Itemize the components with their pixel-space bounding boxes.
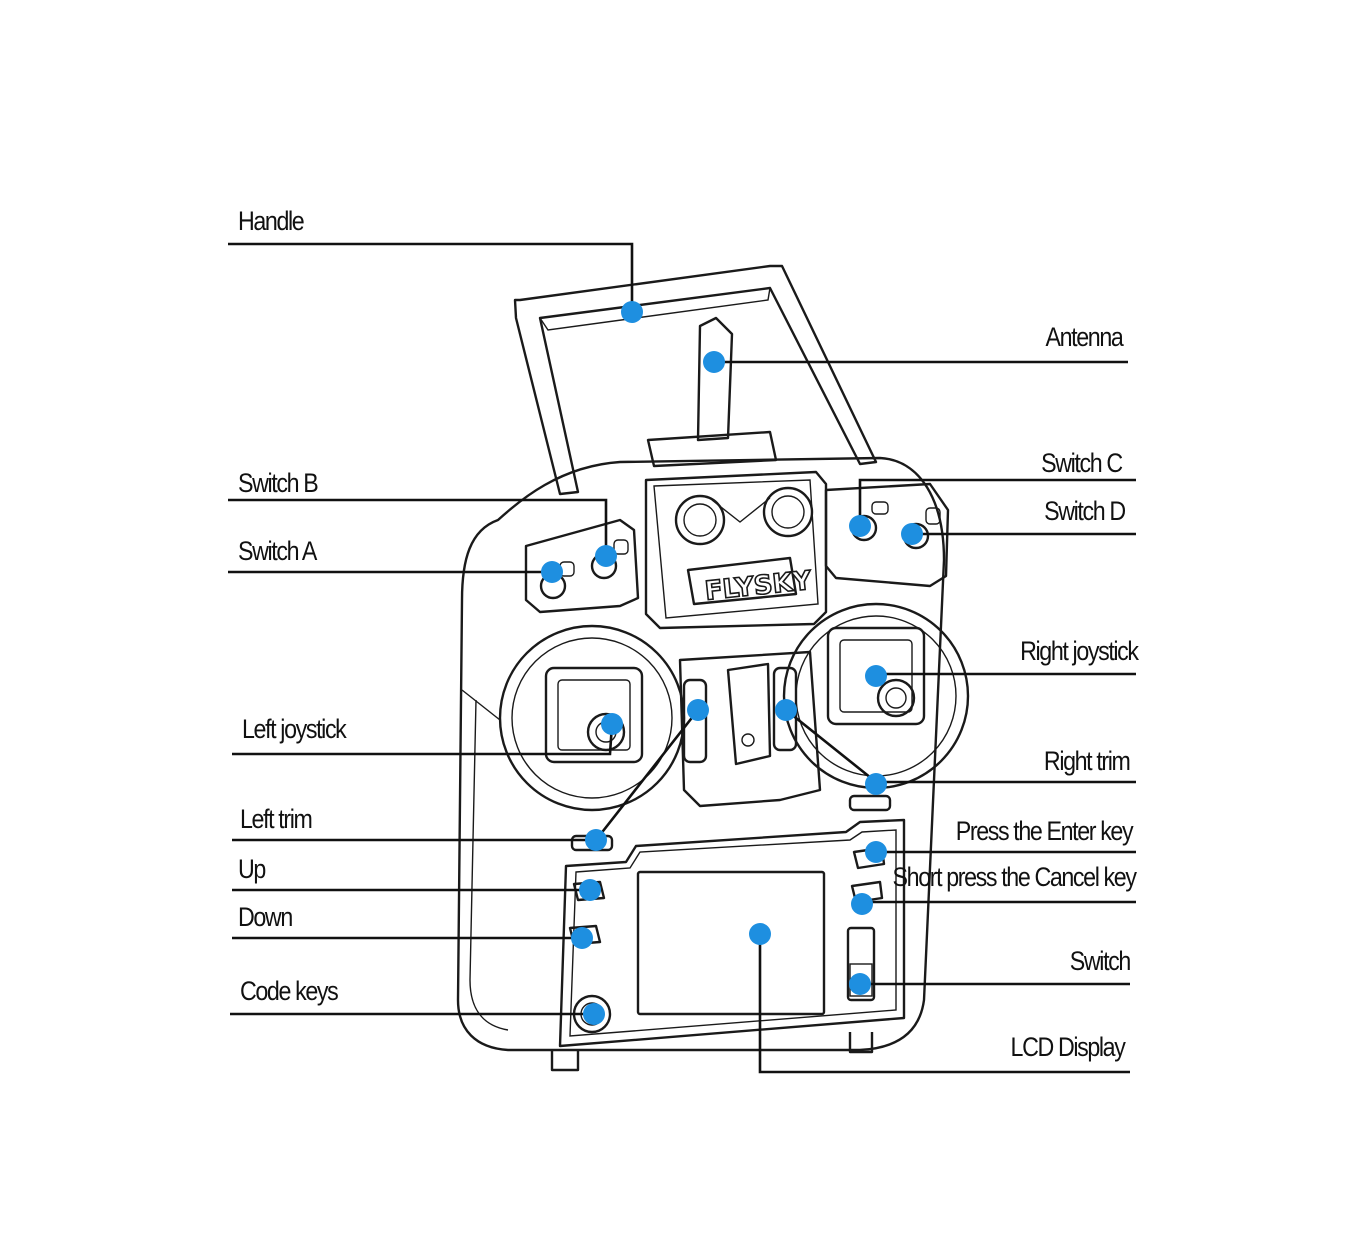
marker-lcd-display (749, 923, 771, 945)
brand-logo-text: FLYSKY (703, 566, 814, 607)
label-left-trim: Left trim (240, 804, 313, 834)
marker-switch-b (595, 545, 617, 567)
markers (541, 301, 923, 1025)
brand-logo: FLYSKY (686, 556, 815, 608)
label-switch-d: Switch D (1044, 496, 1126, 526)
variable-knobs (674, 486, 814, 546)
marker-switch-c (849, 515, 871, 537)
antenna-drawing (646, 316, 778, 468)
marker-switch (849, 973, 871, 995)
label-switch-a: Switch A (238, 536, 317, 566)
marker-left-center-trim (687, 699, 709, 721)
label-handle: Handle (238, 206, 305, 236)
label-press-enter: Press the Enter key (955, 816, 1134, 846)
leader-switch-b (228, 498, 608, 556)
marker-short-press-cancel (851, 893, 873, 915)
label-down: Down (238, 902, 293, 932)
marker-press-enter (865, 841, 887, 863)
label-up: Up (238, 854, 266, 884)
transmitter-body (456, 456, 950, 1072)
label-switch-b: Switch B (238, 468, 319, 498)
right-gimbal (782, 602, 970, 790)
label-antenna: Antenna (1045, 322, 1123, 352)
marker-left-trim (585, 829, 607, 851)
label-right-trim: Right trim (1044, 746, 1131, 776)
label-code-keys: Code keys (240, 976, 339, 1006)
marker-up (579, 879, 601, 901)
label-lcd-display: LCD Display (1010, 1032, 1125, 1062)
label-right-joystick: Right joystick (1020, 636, 1139, 666)
label-short-press-cancel: Short press the Cancel key (892, 862, 1137, 892)
label-switch-c: Switch C (1041, 448, 1123, 478)
marker-switch-a (541, 561, 563, 583)
leader-switch-c (858, 478, 1136, 526)
marker-down (571, 927, 593, 949)
marker-right-joystick (865, 665, 887, 687)
label-switch: Switch (1069, 946, 1132, 976)
label-left-joystick: Left joystick (242, 714, 347, 744)
marker-switch-d (901, 523, 923, 545)
marker-code-keys (583, 1003, 605, 1025)
marker-right-trim (865, 773, 887, 795)
marker-left-joystick (601, 713, 623, 735)
front-panel (558, 818, 906, 1048)
center-trims (678, 650, 822, 808)
leader-lines (228, 242, 1136, 1074)
marker-right-center-trim (775, 699, 797, 721)
marker-handle (621, 301, 643, 323)
left-gimbal (498, 624, 686, 812)
handle-drawing (513, 264, 878, 496)
marker-antenna (703, 351, 725, 373)
leader-lcd-display (758, 934, 1130, 1074)
leader-handle (228, 242, 634, 312)
